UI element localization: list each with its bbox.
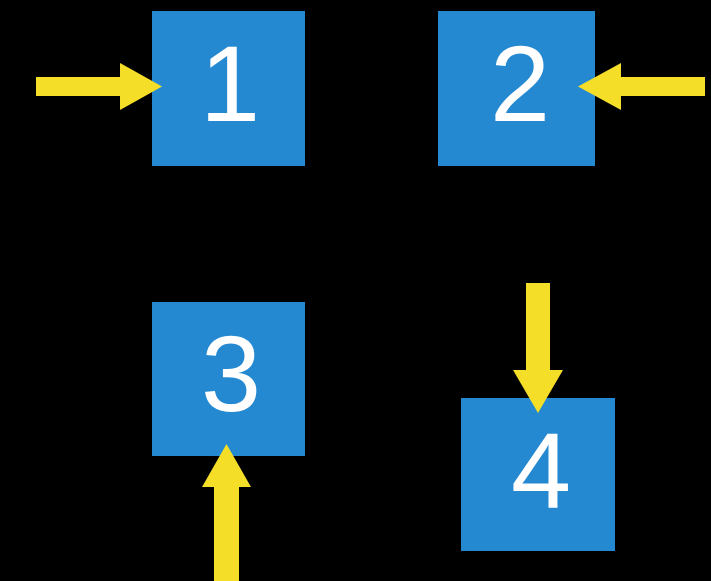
- node-1-box[interactable]: [152, 11, 305, 166]
- arrow-down-icon: [513, 283, 563, 413]
- arrow-up-icon: [202, 444, 251, 581]
- node-4-box[interactable]: [461, 398, 615, 551]
- node-3-box[interactable]: [152, 302, 305, 456]
- arrow-right-icon: [36, 63, 162, 110]
- arrow-left-into-node-2: [578, 63, 705, 110]
- arrow-up-into-node-3: [202, 444, 251, 581]
- arrow-right-into-node-1: [36, 63, 162, 110]
- arrow-down-into-node-4: [513, 283, 563, 413]
- arrow-left-icon: [578, 63, 705, 110]
- node-2-box[interactable]: [438, 11, 595, 166]
